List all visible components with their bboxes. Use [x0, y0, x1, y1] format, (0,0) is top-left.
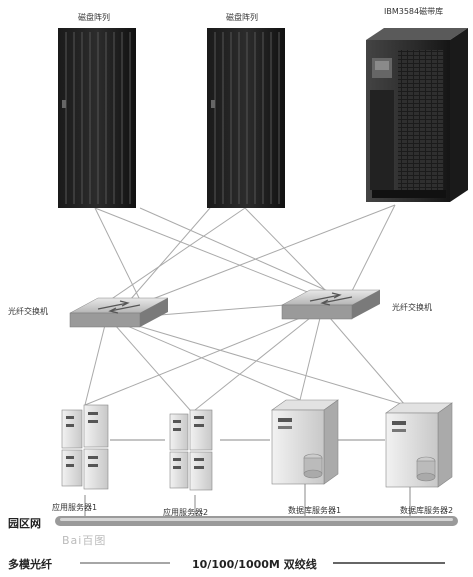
legend-twisted-label: 10/100/1000M 双绞线: [192, 558, 317, 571]
db-server-1-icon: [271, 399, 339, 485]
fiber-links-top: [94, 204, 396, 301]
app-server-2-label: 应用服务器2: [163, 508, 209, 517]
disk-array-1-label: 磁盘阵列: [78, 13, 110, 22]
switch-right-icon: [281, 289, 381, 320]
tape-library-label: IBM3584磁带库: [384, 7, 444, 16]
app-server-1-label: 应用服务器1: [52, 503, 98, 512]
switch-left-label: 光纤交换机: [8, 307, 48, 316]
disk-array-2-icon: [207, 28, 285, 208]
campus-network-bar: [55, 516, 458, 526]
legend-fiber-label: 多模光纤: [8, 558, 52, 571]
switch-left-icon: [69, 297, 169, 328]
watermark-text: Bai百图: [62, 534, 107, 547]
app-server-2-icon: [169, 409, 213, 491]
disk-array-2-label: 磁盘阵列: [226, 13, 258, 22]
db-server-2-label: 数据库服务器2: [400, 506, 454, 515]
switch-right-label: 光纤交换机: [392, 303, 432, 312]
tape-library-icon: [366, 28, 468, 202]
fiber-links-bottom: [84, 304, 406, 411]
db-server-1-label: 数据库服务器1: [288, 506, 342, 515]
disk-array-1-icon: [58, 28, 136, 208]
db-server-2-icon: [385, 402, 453, 488]
campus-network-label: 园区网: [8, 517, 41, 530]
twisted-pair-links: [84, 439, 411, 516]
app-server-1-icon: [61, 404, 109, 490]
